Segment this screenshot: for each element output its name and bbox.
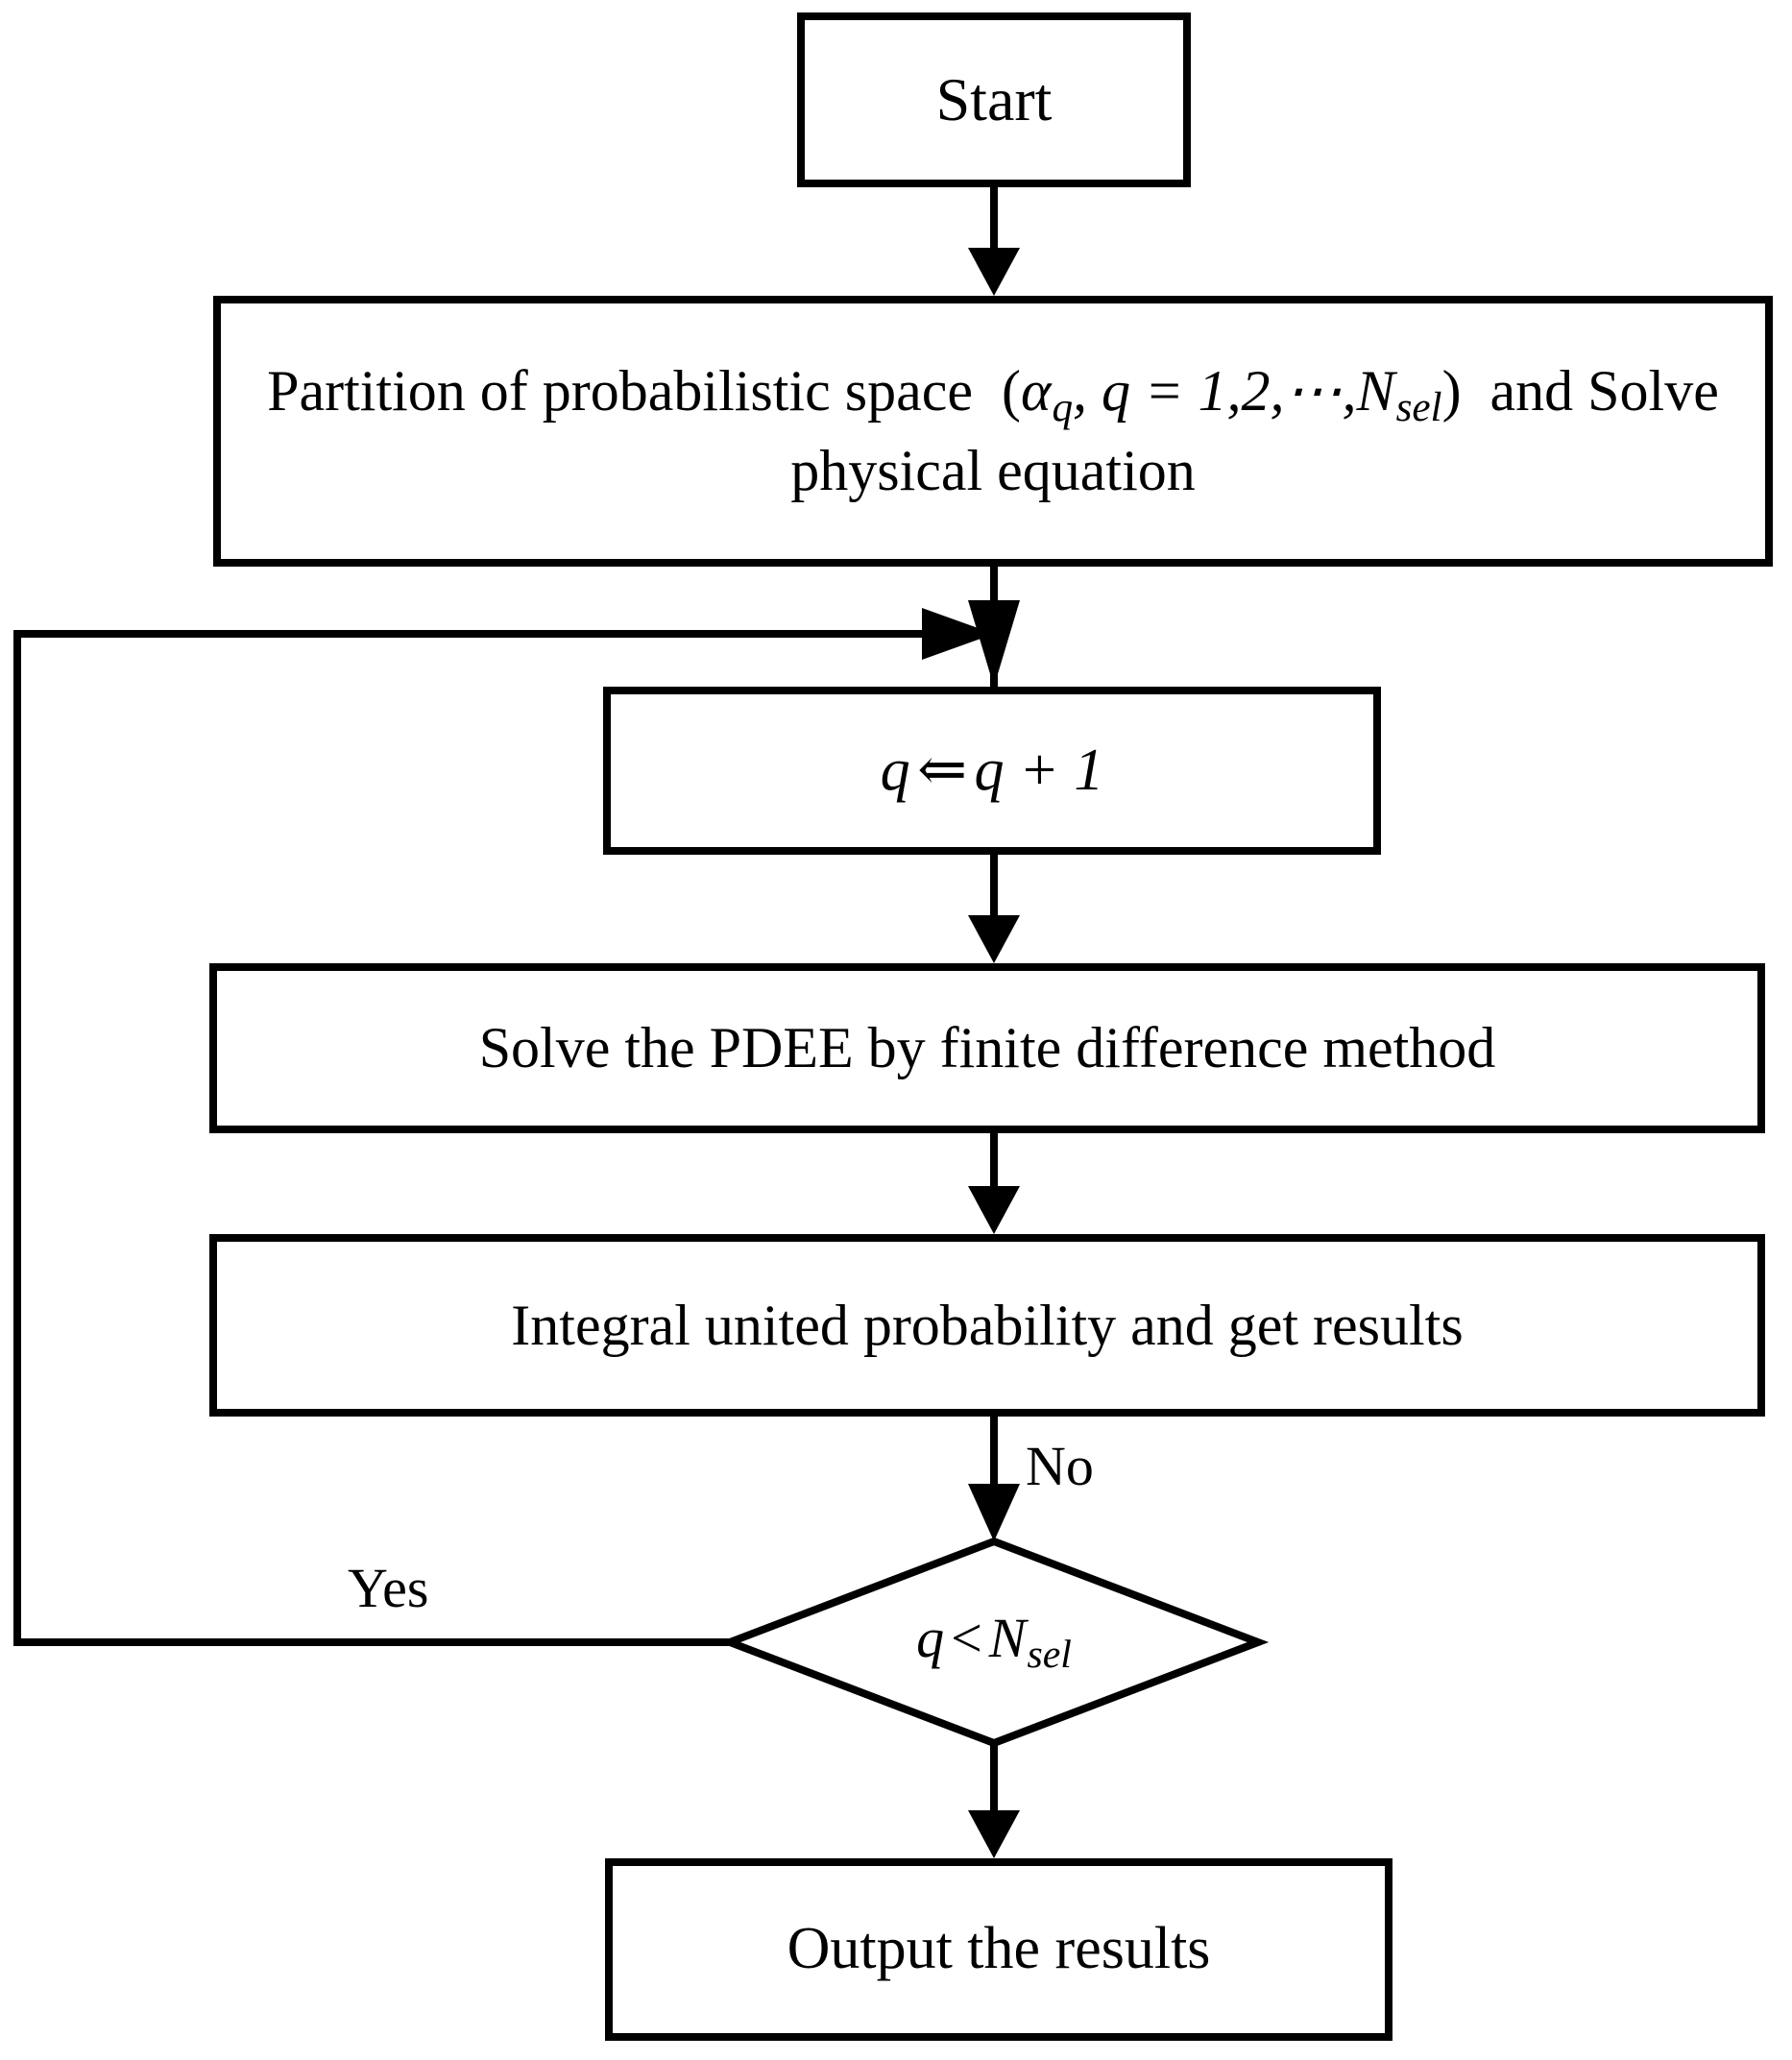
node-integral: Integral united probability and get resu… xyxy=(230,1234,1744,1417)
edge-integral-to-decision xyxy=(968,1417,1020,1541)
node-integral-shape xyxy=(209,1234,1765,1417)
node-partition: Partition of probabilistic space (αq, q … xyxy=(238,296,1748,567)
node-increment-label: q⇐q + 1 xyxy=(881,733,1104,809)
edge-decision-to-output xyxy=(968,1743,1020,1858)
partition-q-equals: , q = xyxy=(1073,358,1184,423)
partition-alpha-var: α xyxy=(1020,358,1052,423)
edge-label-no: No xyxy=(1026,1435,1094,1497)
node-increment-shape xyxy=(603,687,1381,855)
node-output-shape xyxy=(605,1858,1392,2041)
node-increment: q⇐q + 1 xyxy=(603,687,1381,855)
edge-label-yes: Yes xyxy=(348,1557,429,1619)
node-output: Output the results xyxy=(605,1858,1392,2041)
node-start-shape xyxy=(797,12,1191,187)
partition-line1-text: Partition of probabilistic space xyxy=(267,358,973,423)
increment-assign-arrow-icon: ⇐ xyxy=(917,737,968,803)
node-start: Start xyxy=(797,12,1191,187)
node-integral-label: Integral united probability and get resu… xyxy=(511,1293,1464,1357)
node-partition-label: Partition of probabilistic space (αq, q … xyxy=(238,354,1748,508)
partition-nsel-var: N xyxy=(1356,358,1395,423)
increment-lhs: q xyxy=(880,737,910,803)
edge-pdee-to-integral xyxy=(968,1133,1020,1234)
node-decision-shape xyxy=(718,1537,1270,1748)
edge-increment-to-pdee xyxy=(968,855,1020,963)
partition-line2-suffix: and Solve physical equation xyxy=(790,358,1719,503)
node-solve-pdee: Solve the PDEE by finite difference meth… xyxy=(230,963,1744,1133)
partition-close-paren: ) xyxy=(1441,358,1462,423)
edge-partition-to-increment xyxy=(968,567,1020,687)
node-partition-shape xyxy=(213,296,1773,567)
edge-decision-yes-feedback xyxy=(13,608,994,1646)
decision-lhs: q xyxy=(916,1607,945,1670)
node-pdee-shape xyxy=(209,963,1765,1133)
partition-alpha-subscript: q xyxy=(1052,385,1074,431)
partition-open-paren: ( xyxy=(1001,358,1021,423)
partition-nsel-subscript: sel xyxy=(1395,385,1442,431)
decision-rhs-subscript: sel xyxy=(1027,1633,1072,1678)
node-decision: q<Nsel xyxy=(802,1589,1186,1695)
node-decision-label: q<Nsel xyxy=(916,1603,1072,1681)
increment-rhs: q + 1 xyxy=(974,737,1104,803)
edge-start-to-partition xyxy=(968,187,1020,296)
node-output-label: Output the results xyxy=(787,1916,1211,1982)
node-start-label: Start xyxy=(935,65,1053,134)
decision-less-than-operator: < xyxy=(951,1607,982,1670)
partition-line2-range: 1,2,⋯, xyxy=(1198,358,1357,423)
decision-rhs-var: N xyxy=(988,1607,1027,1670)
node-solve-pdee-label: Solve the PDEE by finite difference meth… xyxy=(478,1016,1496,1080)
